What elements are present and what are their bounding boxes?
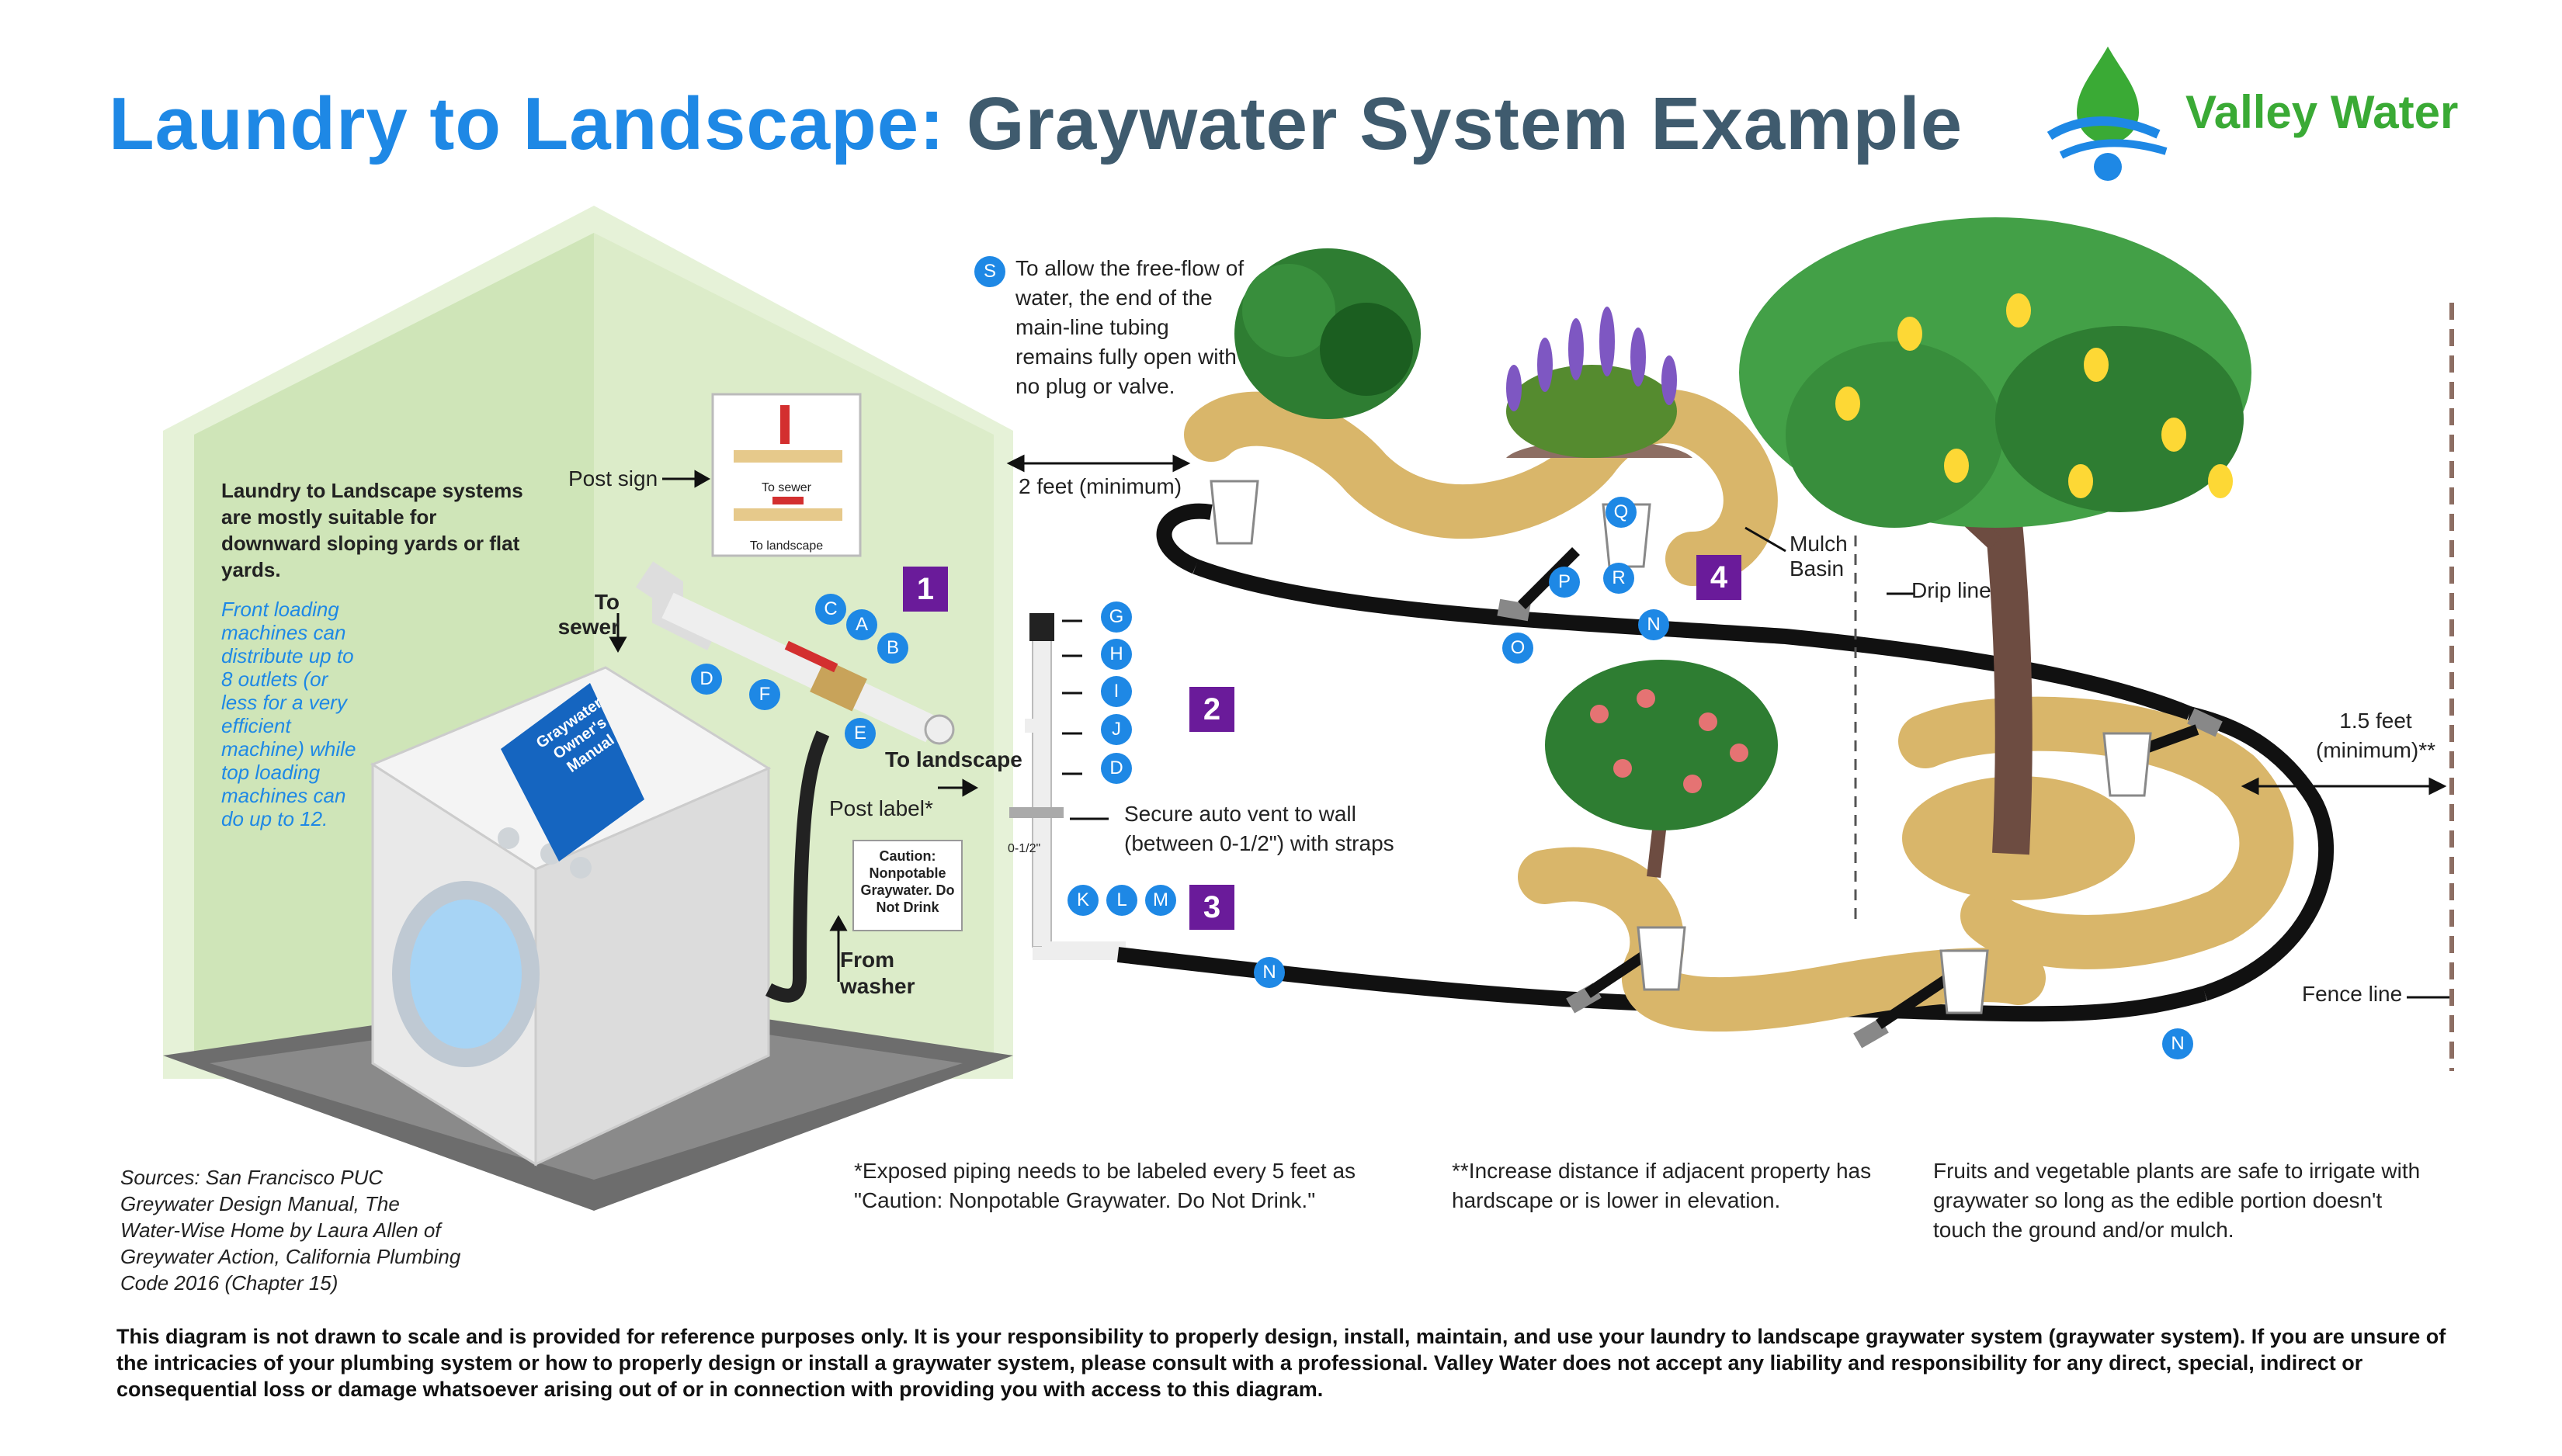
marker-n-3: N	[2162, 1028, 2193, 1059]
from-washer-label: From washer	[840, 948, 915, 998]
marker-s: S	[974, 256, 1005, 287]
marker-q: Q	[1606, 497, 1637, 528]
step-1-badge: 1	[903, 567, 948, 612]
marker-i: I	[1101, 676, 1132, 707]
sign-to-sewer: To sewer	[761, 481, 812, 494]
to-landscape-label: To landscape	[885, 747, 1022, 771]
marker-e: E	[845, 718, 876, 749]
marker-f: F	[749, 679, 780, 710]
free-flow-note: To allow the free-flow of water, the end…	[1015, 256, 1245, 398]
disclaimer: This diagram is not drawn to scale and i…	[116, 1325, 2446, 1401]
fruits-note: Fruits and vegetable plants are safe to …	[1933, 1159, 2421, 1242]
valley-water-logo-icon	[2046, 47, 2168, 181]
marker-a: A	[846, 609, 877, 640]
title-part-1: Laundry to Landscape:	[109, 82, 946, 165]
marker-p: P	[1549, 567, 1580, 598]
sources-note: Sources: San Francisco PUC Greywater Des…	[120, 1166, 461, 1295]
secure-vent-note: Secure auto vent to wall (between 0-1/2"…	[1124, 802, 1394, 855]
marker-n-1: N	[1254, 957, 1285, 988]
marker-l: L	[1106, 885, 1137, 916]
fence-line-label: Fence line	[2302, 982, 2403, 1006]
marker-m: M	[1145, 885, 1176, 916]
step-2-badge: 2	[1189, 687, 1234, 732]
post-sign-label: Post sign	[568, 466, 658, 491]
marker-h: H	[1101, 639, 1132, 670]
page-title: Laundry to Landscape: Graywater System E…	[109, 81, 1963, 167]
machines-note: Front loading machines can distribute up…	[221, 598, 356, 830]
marker-r: R	[1603, 563, 1634, 594]
two-feet-label: 2 feet (minimum)	[1019, 474, 1182, 498]
marker-d: D	[691, 664, 722, 695]
drip-line-label: Drip line	[1911, 578, 1991, 602]
suitability-note: Laundry to Landscape systems are mostly …	[221, 479, 523, 581]
vent-gap-label: 0-1/2"	[1008, 842, 1041, 855]
marker-n-2: N	[1638, 609, 1669, 640]
marker-b: B	[877, 633, 908, 664]
one-half-feet-label: 1.5 feet (minimum)**	[2316, 709, 2435, 762]
post-label-label: Post label*	[829, 796, 933, 820]
caution-label: Caution: Nonpotable Graywater. Do Not Dr…	[852, 840, 963, 931]
step-4-badge: 4	[1696, 555, 1741, 600]
marker-o: O	[1502, 633, 1533, 664]
mulch-basin-label: Mulch Basin	[1790, 532, 1848, 581]
sign-to-landscape: To landscape	[749, 539, 824, 553]
increase-distance-note: **Increase distance if adjacent property…	[1452, 1159, 1872, 1212]
exposed-piping-note: *Exposed piping needs to be labeled ever…	[854, 1159, 1356, 1212]
marker-k: K	[1068, 885, 1099, 916]
marker-c: C	[815, 594, 846, 625]
to-sewer-label: To sewer	[557, 590, 620, 639]
title-part-2: Graywater System Example	[966, 82, 1963, 165]
step-3-badge: 3	[1189, 885, 1234, 930]
marker-j: J	[1101, 714, 1132, 745]
marker-g: G	[1101, 601, 1132, 633]
marker-d-vent: D	[1101, 753, 1132, 784]
brand-name: Valley Water	[2185, 86, 2459, 138]
